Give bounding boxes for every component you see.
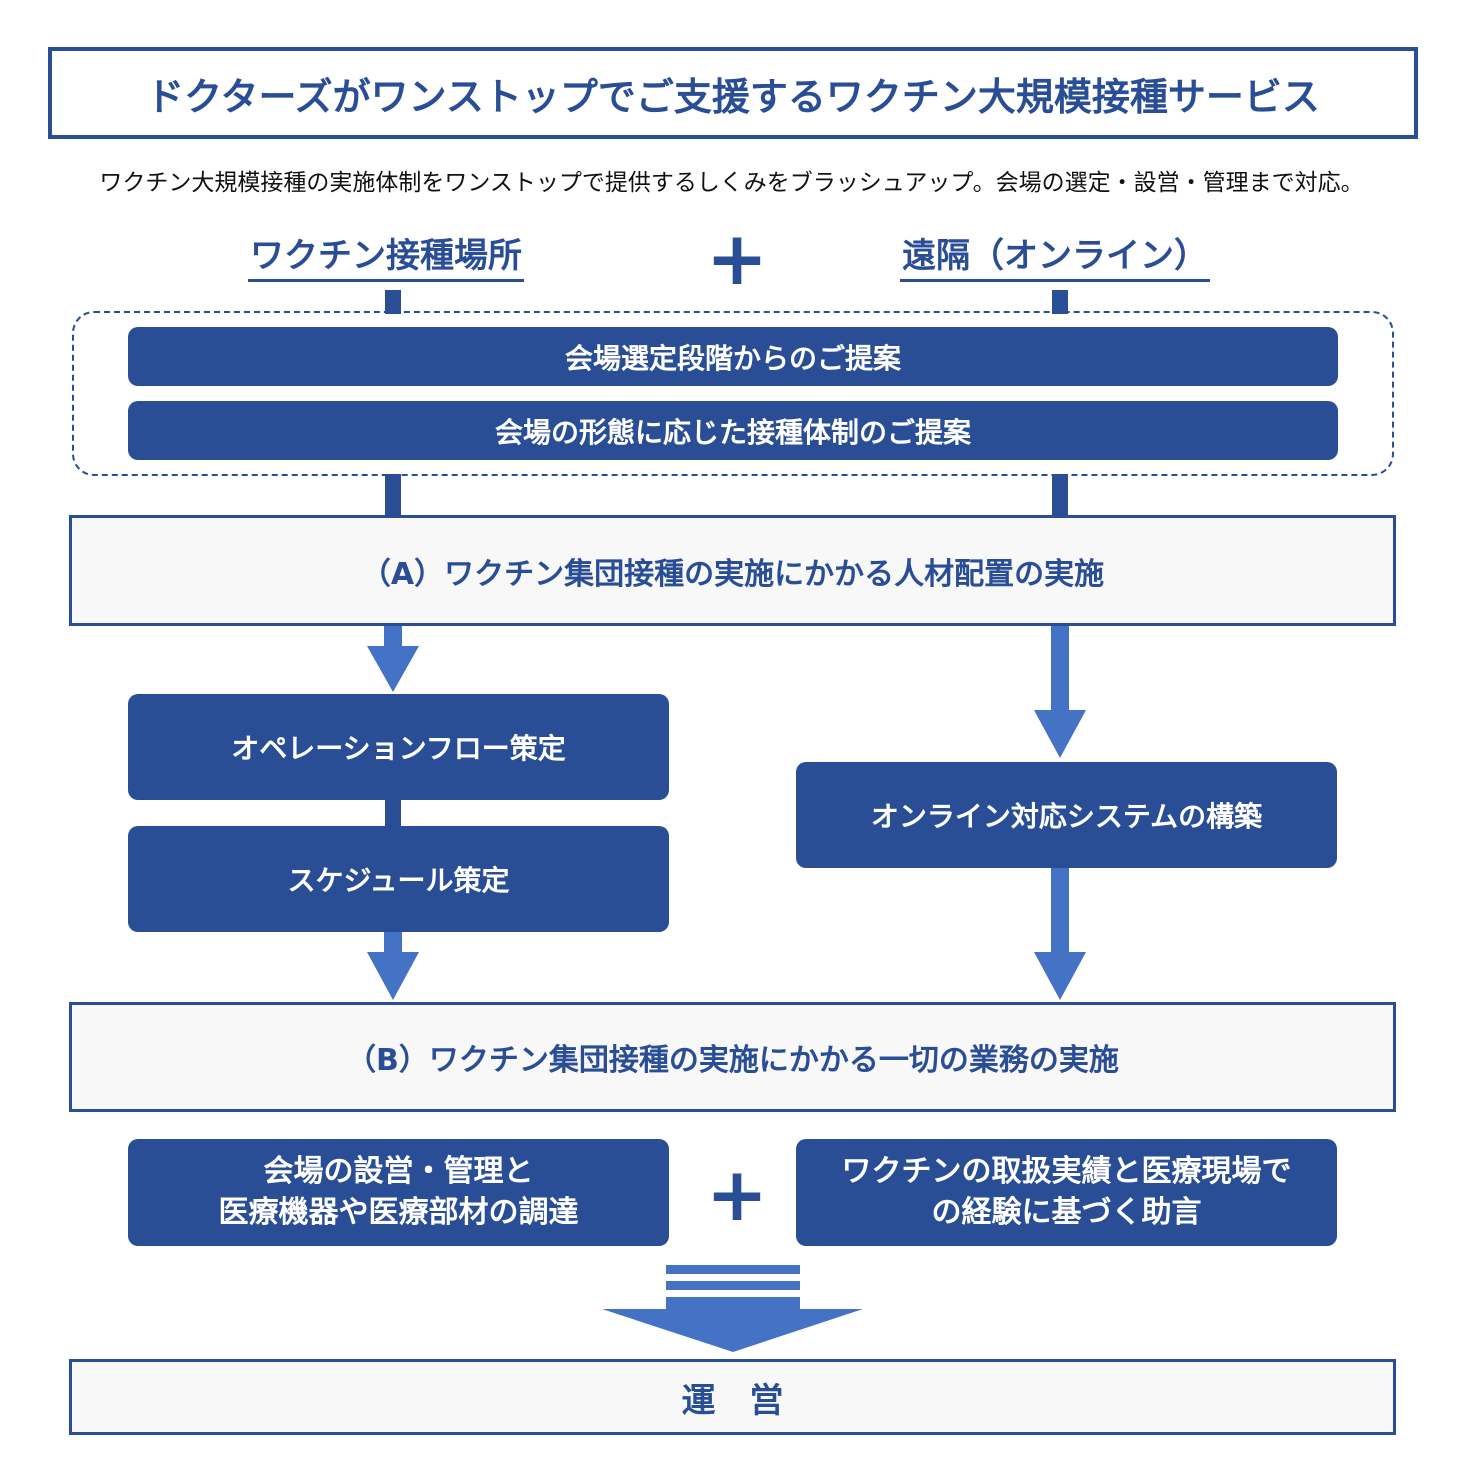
page-title: ドクターズがワンストップでご支援するワクチン大規模接種サービス (48, 47, 1418, 139)
connector-right-mid (1052, 474, 1068, 518)
arrow-final-line-1 (666, 1265, 800, 1274)
step-online-system: オンライン対応システムの構築 (796, 762, 1337, 868)
advice-line-2: の経験に基づく助言 (931, 1194, 1202, 1230)
header-remote-online: 遠隔（オンライン） (900, 228, 1210, 282)
panel-b-operations: （B）ワクチン集団接種の実施にかかる一切の業務の実施 (69, 1002, 1396, 1112)
panel-a-staffing: （A）ワクチン集団接種の実施にかかる人材配置の実施 (69, 515, 1396, 626)
arrow-online-to-b (1034, 867, 1086, 1000)
venue-setup-line-1: 会場の設営・管理と (263, 1154, 534, 1189)
arrow-a-to-online (1034, 625, 1086, 758)
connector-left-steps (385, 798, 401, 828)
header-vaccination-site: ワクチン接種場所 (248, 228, 524, 282)
connector-right-top (1052, 290, 1068, 314)
arrow-final-line-2 (666, 1281, 800, 1290)
arrow-final-head (602, 1297, 863, 1352)
venue-setup-line-2: 医療機器や医療部材の調達 (218, 1194, 579, 1230)
venue-setup-procurement: 会場の設営・管理と 医療機器や医療部材の調達 (128, 1139, 669, 1246)
advice-line-1: ワクチンの取扱実績と医療現場で (841, 1154, 1292, 1189)
final-operation: 運 営 (69, 1359, 1396, 1435)
vaccine-expert-advice: ワクチンの取扱実績と医療現場で の経験に基づく助言 (796, 1139, 1337, 1246)
proposal-venue-selection: 会場選定段階からのご提案 (128, 327, 1338, 386)
proposal-vaccination-system: 会場の形態に応じた接種体制のご提案 (128, 401, 1338, 460)
header-vaccination-site-label: ワクチン接種場所 (248, 236, 524, 282)
arrow-a-to-operation (367, 625, 419, 692)
step-operation-flow: オペレーションフロー策定 (128, 694, 669, 800)
connector-left-top (385, 290, 401, 314)
header-remote-online-label: 遠隔（オンライン） (900, 236, 1210, 282)
plus-icon: + (706, 216, 769, 302)
plus-icon-bottom: + (706, 1152, 769, 1238)
proposal-group (72, 311, 1394, 476)
arrow-schedule-to-b (367, 932, 419, 1000)
subtitle: ワクチン大規模接種の実施体制をワンストップで提供するしくみをブラッシュアップ。会… (99, 170, 1364, 196)
connector-left-mid (385, 474, 401, 518)
step-schedule: スケジュール策定 (128, 826, 669, 932)
